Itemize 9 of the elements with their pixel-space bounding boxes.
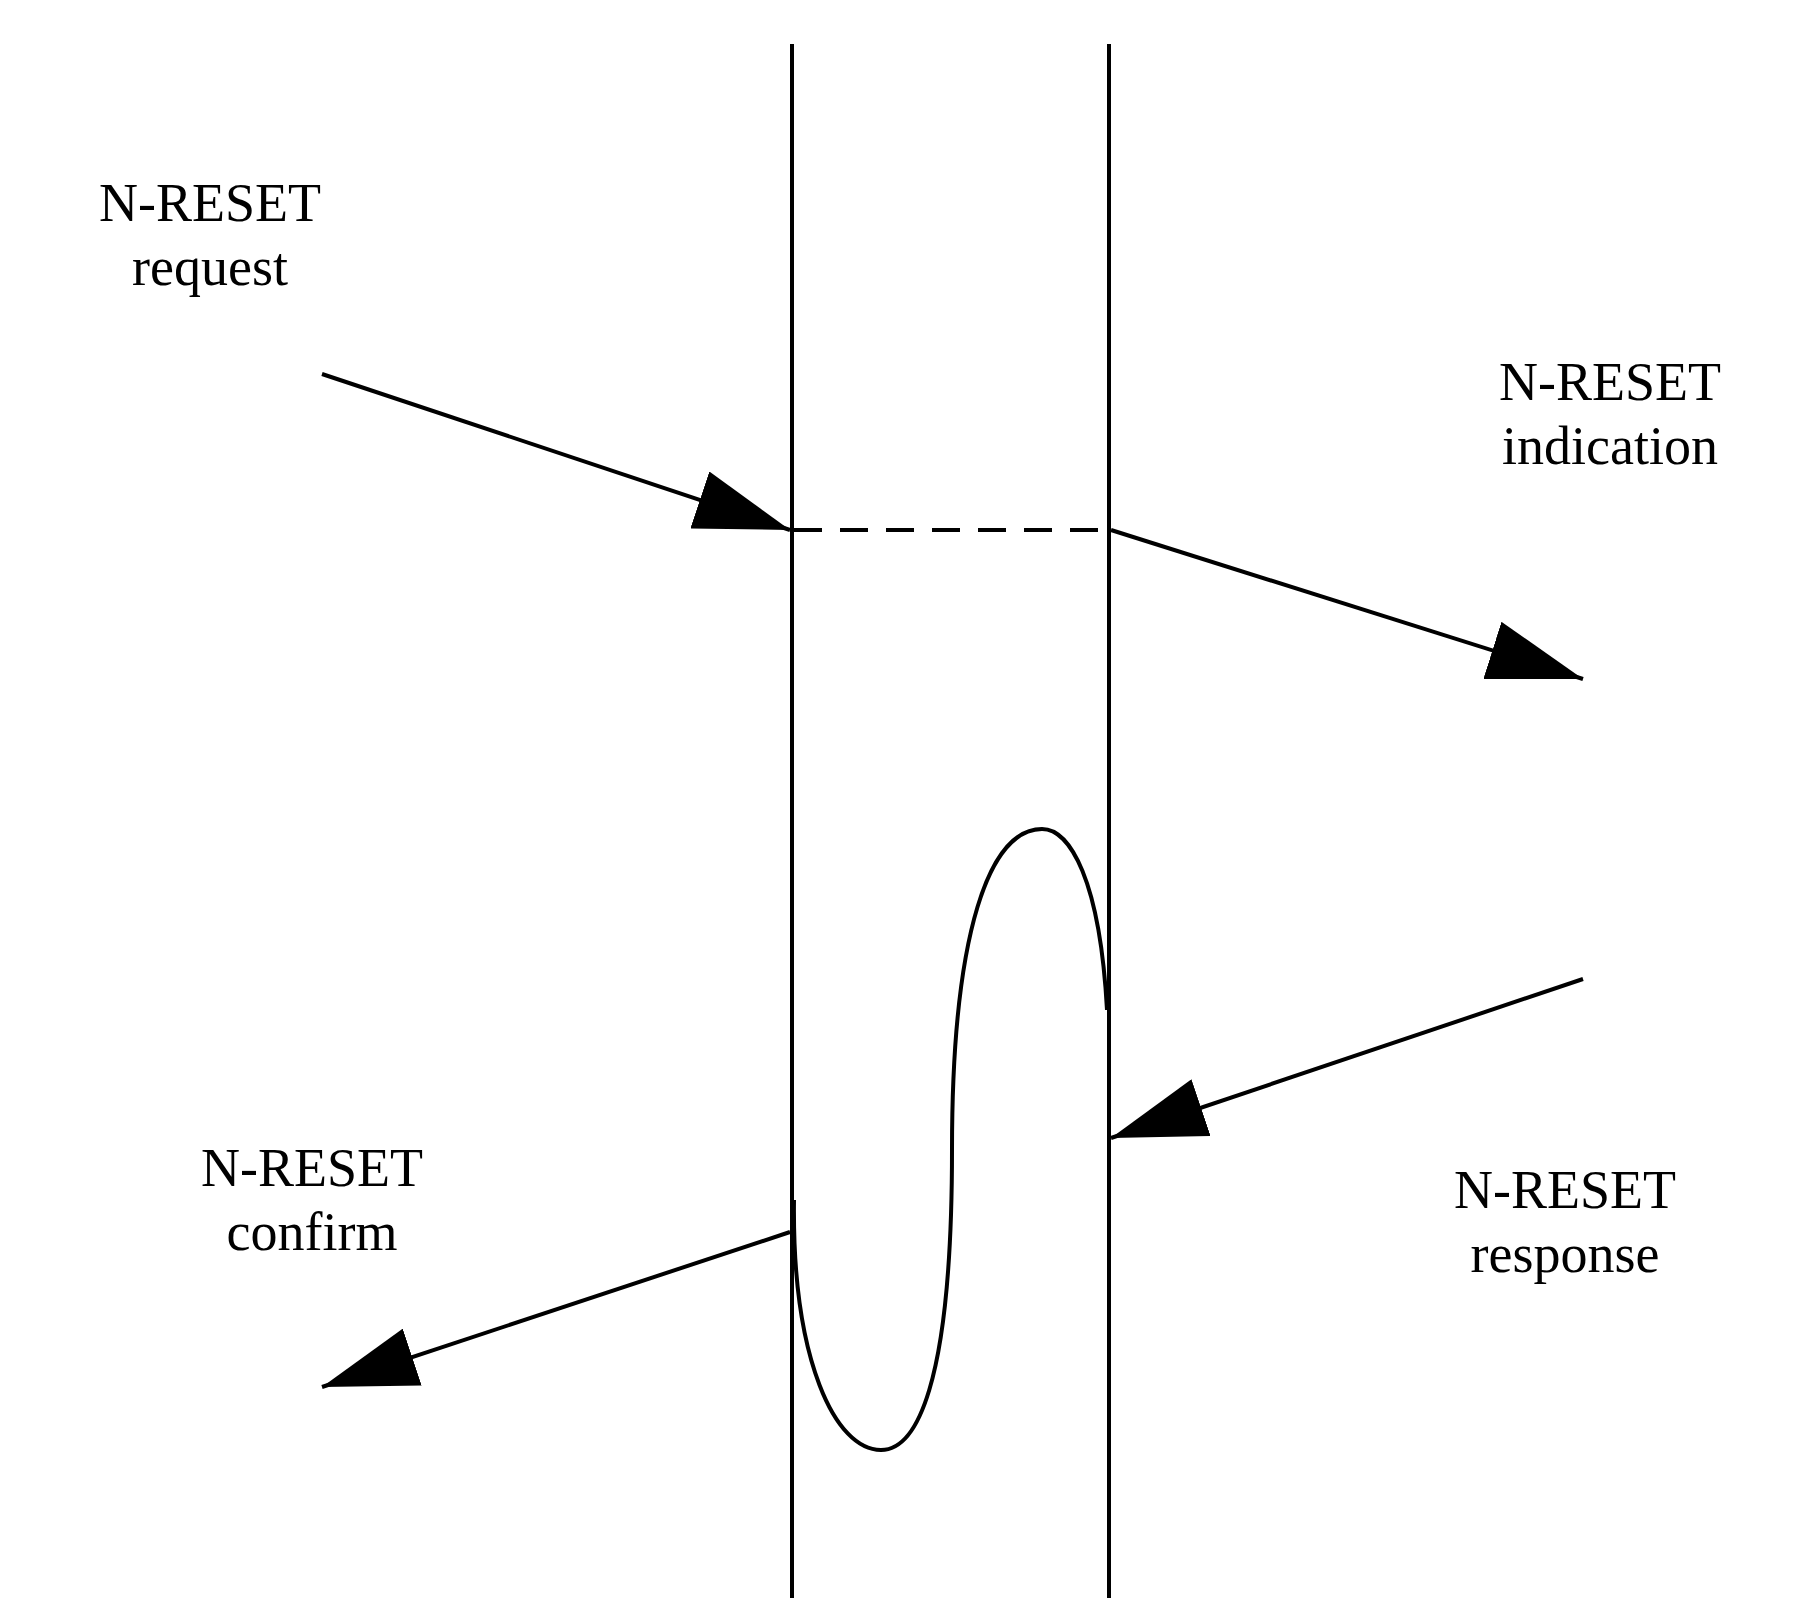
loop-curve <box>792 827 1109 1452</box>
primitive-label: N-RESET request <box>98 172 322 299</box>
arrow <box>321 372 791 532</box>
arrow <box>321 1230 791 1389</box>
primitive-label: N-RESET confirm <box>200 1137 424 1264</box>
primitive-label: N-RESET indication <box>1498 351 1722 478</box>
arrow <box>1110 528 1584 681</box>
arrow <box>1110 977 1584 1140</box>
primitive-label: N-RESET response <box>1453 1159 1677 1286</box>
